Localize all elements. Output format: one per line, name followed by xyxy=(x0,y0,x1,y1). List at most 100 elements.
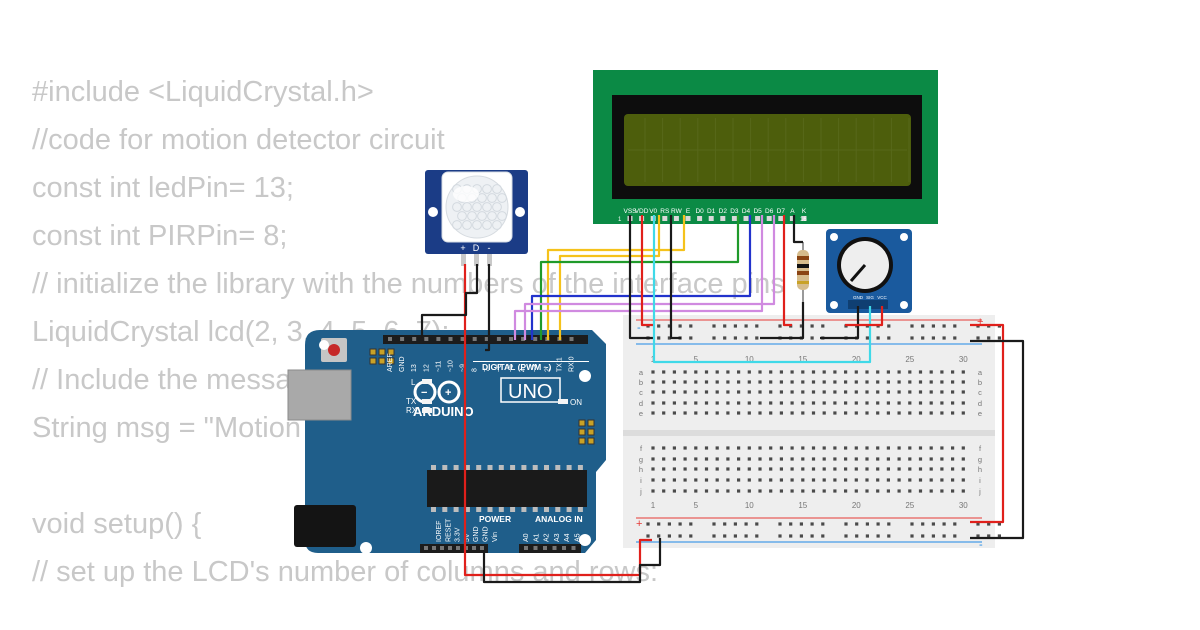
breadboard-hole xyxy=(715,390,719,394)
atmega-chip xyxy=(427,470,587,507)
breadboard-hole xyxy=(747,446,751,450)
breadboard-hole xyxy=(790,446,794,450)
pir-lens-cell xyxy=(467,211,477,221)
column-number: 10 xyxy=(745,501,754,510)
digital-pin xyxy=(509,337,513,341)
rail-hole xyxy=(887,324,891,328)
breadboard-hole xyxy=(844,370,848,374)
lcd-pin xyxy=(673,216,679,221)
led-tx xyxy=(422,399,432,404)
lcd-character-grid xyxy=(628,118,910,182)
power-pin xyxy=(424,546,428,550)
breadboard-hole xyxy=(683,370,687,374)
breadboard-hole xyxy=(886,401,890,405)
breadboard-hole xyxy=(908,390,912,394)
rail-hole xyxy=(931,522,935,526)
breadboard-hole xyxy=(683,478,687,482)
breadboard-hole xyxy=(737,411,741,415)
breadboard-hole xyxy=(694,457,698,461)
analog-pin xyxy=(533,546,538,550)
pir-lens-cell xyxy=(482,202,492,212)
breadboard-hole xyxy=(854,457,858,461)
rail-hole xyxy=(976,336,980,340)
icsp-pin xyxy=(369,348,377,356)
lcd-pin-label: D3 xyxy=(730,208,739,215)
rail-hole xyxy=(953,522,957,526)
rail-hole xyxy=(997,534,1001,538)
breadboard-hole xyxy=(672,489,676,493)
icsp-pin xyxy=(369,357,377,365)
pot-knob-indicator xyxy=(849,264,867,282)
rail-hole xyxy=(865,522,869,526)
breadboard-hole xyxy=(918,390,923,394)
breadboard-hole xyxy=(897,411,901,415)
icsp-pin xyxy=(587,437,595,445)
breadboard-hole xyxy=(865,411,869,415)
row-letter: c xyxy=(978,388,982,397)
row-letter: b xyxy=(978,378,982,387)
rail-hole xyxy=(844,522,848,526)
rail-hole xyxy=(942,324,946,328)
breadboard-hole xyxy=(769,446,773,450)
chip-pin xyxy=(532,465,538,470)
breadboard-hole xyxy=(747,467,751,471)
breadboard-hole xyxy=(940,467,944,471)
breadboard-hole xyxy=(918,370,923,374)
top-rail-plus-symbol: + xyxy=(977,316,983,328)
breadboard-hole xyxy=(737,478,741,482)
breadboard-hole xyxy=(769,370,773,374)
breadboard-hole xyxy=(790,489,794,493)
breadboard-hole xyxy=(758,401,762,405)
breadboard-hole xyxy=(833,489,837,493)
wire-lcd-d4 xyxy=(539,215,740,340)
breadboard-hole xyxy=(747,489,751,493)
row-letter: g xyxy=(639,455,643,464)
wire-pot-vcc xyxy=(845,306,884,327)
column-number: 5 xyxy=(694,501,699,510)
breadboard-hole xyxy=(758,478,762,482)
row-letter: a xyxy=(978,368,983,377)
breadboard-hole xyxy=(961,380,965,384)
breadboard-hole xyxy=(747,380,751,384)
lcd-pin-label: D2 xyxy=(719,208,728,215)
breadboard-hole xyxy=(747,401,751,405)
breadboard-hole xyxy=(672,446,676,450)
breadboard-hole xyxy=(961,446,965,450)
breadboard-hole xyxy=(715,489,719,493)
breadboard-hole xyxy=(918,489,923,493)
digital-header-label: DIGITAL (PWM ~) xyxy=(482,362,552,372)
breadboard-hole xyxy=(683,446,687,450)
chip-pin xyxy=(577,507,583,512)
rail-hole xyxy=(689,522,693,526)
pot-pin-header xyxy=(848,300,888,309)
lcd-pin xyxy=(778,216,784,221)
wire-lcd-vdd xyxy=(640,215,655,327)
chip-pin xyxy=(566,465,572,470)
breadboard-hole xyxy=(908,380,912,384)
row-letter: h xyxy=(639,465,643,474)
breadboard-hole xyxy=(779,467,783,471)
breadboard-hole xyxy=(704,370,709,374)
digital-pin xyxy=(412,337,417,341)
icsp-pin xyxy=(378,357,386,365)
breadboard-hole xyxy=(715,478,719,482)
rail-hole xyxy=(921,522,925,526)
breadboard-hole xyxy=(726,478,730,482)
pir-motion-sensor[interactable]: +D- xyxy=(425,170,528,266)
chip-pin xyxy=(510,465,516,470)
pot-mount-hole xyxy=(900,233,908,241)
pot-mount-hole xyxy=(830,233,838,241)
breadboard-hole xyxy=(865,467,869,471)
led-label-rx: RX xyxy=(406,406,418,415)
digital-pin-label: AREF xyxy=(387,353,394,372)
row-letter: e xyxy=(639,409,643,418)
breadboard-hole xyxy=(961,390,965,394)
breadboard-hole xyxy=(844,489,848,493)
resistor[interactable] xyxy=(797,242,809,302)
lcd-pin-label: VSS xyxy=(623,208,637,215)
breadboard-hole xyxy=(929,478,933,482)
